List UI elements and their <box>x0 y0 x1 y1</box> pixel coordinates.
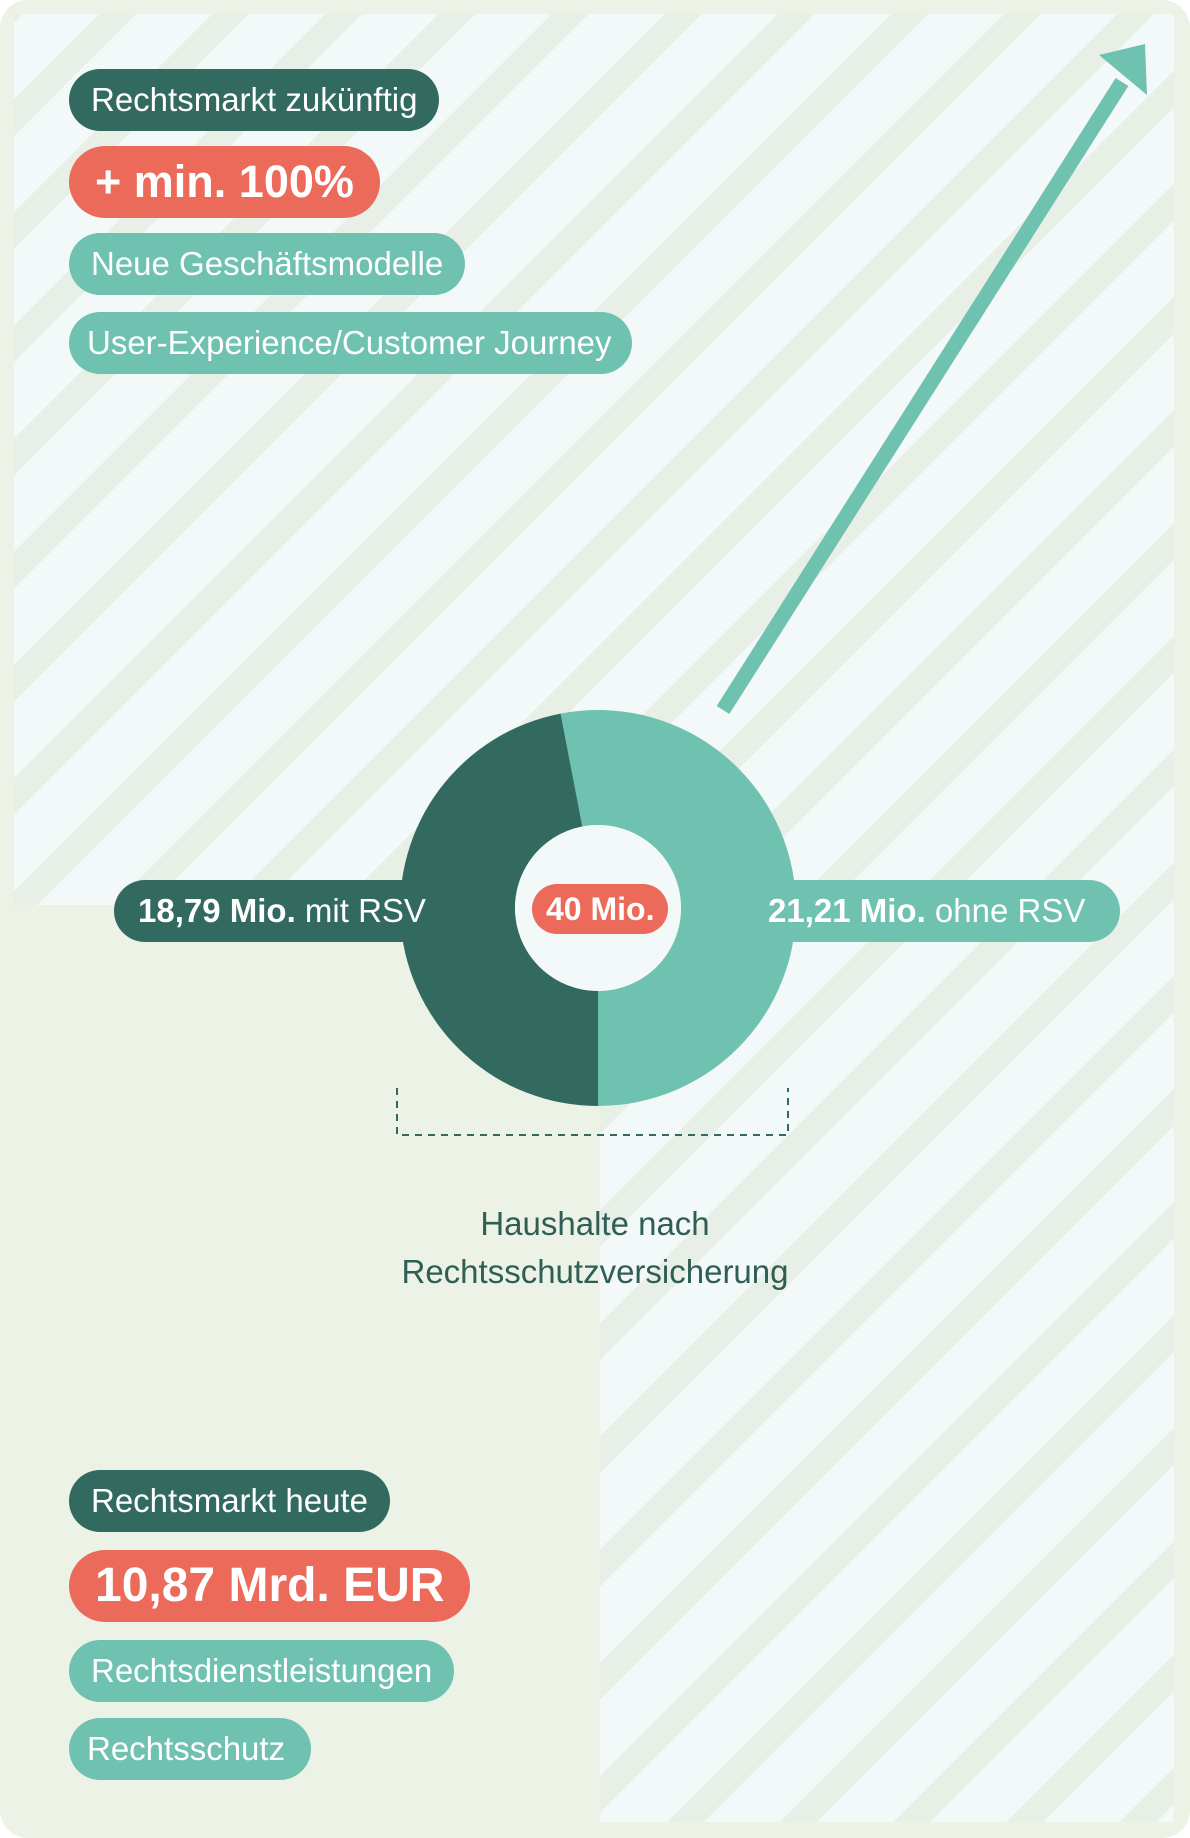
chart-bracket <box>396 1088 789 1136</box>
slice-label-ohne-rsv: 21,21 Mio. ohne RSV <box>740 880 1120 942</box>
slice-name: mit RSV <box>304 892 426 929</box>
donut-slice-mit-rsv <box>400 713 598 1106</box>
future-growth-pill: + min. 100% <box>69 146 380 218</box>
donut-total-badge: 40 Mio. <box>532 884 669 934</box>
future-tag-pill: Neue Geschäftsmodelle <box>69 233 466 295</box>
future-growth: + min. 100% <box>95 156 354 207</box>
today-value: 10,87 Mrd. EUR <box>95 1559 445 1612</box>
slice-name: ohne RSV <box>934 892 1086 929</box>
donut-slice-ohne-rsv <box>560 709 797 1106</box>
slice-value: 18,79 Mio. <box>138 892 296 929</box>
today-title: Rechtsmarkt heute <box>91 1482 368 1519</box>
slice-value: 21,21 Mio. <box>768 892 926 929</box>
future-title: Rechtsmarkt zukünftig <box>91 81 418 118</box>
today-tag-pill: Rechtsdienstleistungen <box>69 1640 455 1702</box>
donut-total: 40 Mio. <box>546 891 655 927</box>
slice-label-mit-rsv: 18,79 Mio. mit RSV <box>114 880 458 942</box>
today-title-pill: Rechtsmarkt heute <box>69 1470 390 1532</box>
donut-chart <box>400 709 797 1106</box>
growth-arrow-icon <box>716 44 1147 715</box>
chart-title: Haushalte nach Rechtsschutzversicherung <box>401 1205 789 1290</box>
future-tag: Neue Geschäftsmodelle <box>91 245 444 282</box>
future-title-pill: Rechtsmarkt zukünftig <box>69 69 440 131</box>
today-tag: Rechtsdienstleistungen <box>91 1652 433 1689</box>
today-tag: Rechtsschutz <box>87 1730 286 1767</box>
future-tag: User-Experience/Customer Journey <box>87 324 612 361</box>
today-tag-pill: Rechtsschutz <box>69 1718 312 1780</box>
today-value-pill: 10,87 Mrd. EUR <box>69 1550 471 1622</box>
future-tag-pill: User-Experience/Customer Journey <box>69 312 632 374</box>
